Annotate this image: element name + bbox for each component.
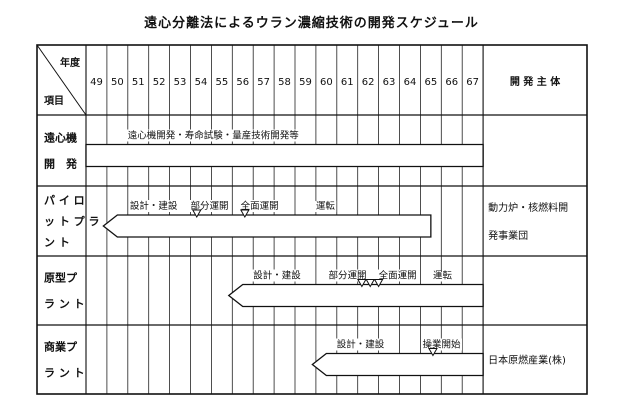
schedule-label: 設計・建設 <box>253 270 301 282</box>
milestone-marker <box>239 209 250 219</box>
schedule-label: 操業開始 <box>422 339 461 351</box>
year-label-67: 67 <box>466 77 479 88</box>
year-label-62: 62 <box>362 77 375 88</box>
row-entity-text: 動力炉・核燃料開 <box>488 201 568 214</box>
label-background <box>314 201 337 212</box>
row-category-text: ラ ン ト <box>44 367 85 380</box>
year-label: 年度 <box>60 56 81 69</box>
year-label-61: 61 <box>341 77 354 88</box>
header-diagonal <box>36 44 87 116</box>
milestone-marker <box>191 209 202 219</box>
label-background <box>239 200 280 212</box>
milestone-marker <box>428 348 438 357</box>
schedule-label: 全面運開 <box>379 270 417 282</box>
row-category-text: ッ ト プ ラ <box>44 214 100 228</box>
year-label-63: 63 <box>383 77 396 88</box>
schedule-bar <box>227 283 484 308</box>
row-category-text: 開 発 <box>44 157 78 171</box>
label-background <box>421 338 462 351</box>
label-background <box>335 338 386 351</box>
label-background <box>128 200 179 212</box>
year-label-56: 56 <box>236 77 249 88</box>
row-category-text: 遠心機 <box>44 131 77 145</box>
schedule-bar <box>311 352 484 377</box>
schedule-label: 設計・建設 <box>130 200 178 212</box>
label-background <box>377 269 418 282</box>
year-label-52: 52 <box>153 77 166 88</box>
schedule-label: 設計・建設 <box>337 339 385 351</box>
year-label-49: 49 <box>90 77 103 88</box>
year-label-50: 50 <box>111 77 124 88</box>
schedule-bar <box>85 143 484 168</box>
year-label-55: 55 <box>215 77 228 88</box>
row-entity-text: 発事業団 <box>488 229 528 242</box>
label-background <box>126 129 301 142</box>
entity-label: 開 発 主 体 <box>510 75 561 88</box>
table-frame <box>36 44 588 395</box>
page-title: 遠心分離法によるウラン濃縮技術の開発スケジュール <box>144 16 479 31</box>
schedule-bar <box>102 214 432 238</box>
milestone-marker <box>365 279 376 288</box>
row-category-text: パ イ ロ <box>44 194 85 207</box>
row-category-text: 原型プ <box>44 271 78 285</box>
milestone-marker <box>373 279 384 288</box>
row-entity-text: 日本原燃産業(株) <box>488 354 566 367</box>
year-label-54: 54 <box>195 77 208 88</box>
year-label-53: 53 <box>174 77 187 88</box>
schedule-label: 部分運開 <box>191 200 229 212</box>
label-background <box>252 269 303 282</box>
year-label-58: 58 <box>278 77 291 88</box>
item-label: 項目 <box>44 95 64 107</box>
schedule-label: 全面運開 <box>241 200 279 212</box>
year-label-59: 59 <box>299 77 312 88</box>
schedule-label: 部分運開 <box>328 270 366 282</box>
row-category-text: 商業プ <box>44 340 78 354</box>
year-label-66: 66 <box>445 77 458 88</box>
schedule-label: 遠心機開発・寿命試験・量産技術開発等 <box>128 130 300 142</box>
label-background <box>189 200 230 212</box>
year-label-51: 51 <box>132 77 145 88</box>
schedule-label: 運転 <box>316 201 336 212</box>
row-category-text: ラ ン ト <box>44 298 85 311</box>
milestone-marker <box>357 279 367 288</box>
schedule-label: 運転 <box>433 271 453 282</box>
label-background <box>431 270 454 282</box>
year-label-64: 64 <box>404 77 417 88</box>
label-background <box>327 269 368 282</box>
year-label-57: 57 <box>257 77 270 88</box>
row-category-text: ン ト <box>44 236 70 249</box>
year-label-60: 60 <box>320 77 333 88</box>
year-label-65: 65 <box>424 77 437 88</box>
